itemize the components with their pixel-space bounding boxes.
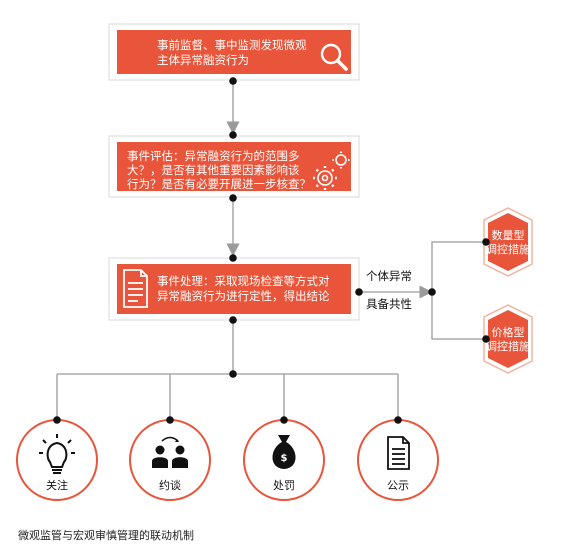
action-penalty-label: 处罚 [273,479,295,492]
gears-icon [313,151,350,190]
step-2-box [117,142,351,191]
step-3-box [117,264,351,314]
action-attention: 关注 [16,419,98,501]
dot [482,238,490,246]
meeting-people-icon [152,436,188,468]
dot [166,416,174,424]
step-2-line-3: 行为？是否有必要开展进一步核查？ [127,177,311,191]
step-2-line-1: 事件评估：异常融资行为的范围多 [127,149,300,163]
dot [53,416,61,424]
step-1-line-2: 主体异常融资行为 [157,53,249,67]
notice-document-icon [387,436,410,470]
dot [229,131,237,139]
dot [280,416,288,424]
connector-dots [53,77,490,424]
step-3: 事件处理：采取现场检查等方式对 异常融资行为进行定性，得出结论 [108,257,360,321]
measure-quantity: 数量型 调控措施 [483,207,533,277]
step-3-line-2: 异常融资行为进行定性，得出结论 [157,289,330,303]
dot [355,288,363,296]
measure-quantity-line-1: 数量型 [492,228,525,242]
dot [394,416,402,424]
dot [229,316,237,324]
step-1: 事前监督、事中监测发现微观 主体异常融资行为 [108,23,360,81]
hexagon-fill [488,310,528,368]
measure-quantity-line-2: 调控措施 [486,242,530,256]
step-2-line-2: 大？，是否有其他重要因素影响该 [127,163,300,177]
connectors [56,80,486,420]
figure-caption: 微观监管与宏观审慎管理的联动机制 [18,529,194,542]
dot [229,77,237,85]
action-penalty: $ 处罚 [243,419,325,501]
dot [229,194,237,202]
step-1-line-1: 事前监督、事中监测发现微观 [157,38,307,52]
step-1-box [117,30,351,74]
lightbulb-icon [39,434,75,474]
branch-label-individual: 个体异常 [366,269,412,283]
action-attention-label: 关注 [46,478,68,492]
action-interview: 约谈 [129,419,211,501]
dot [229,370,237,378]
step-2: 事件评估：异常融资行为的范围多 大？，是否有其他重要因素影响该 行为？是否有必要… [108,135,360,198]
money-bag-icon: $ [272,435,296,469]
action-disclosure: 公示 [357,419,439,501]
branch-label-common: 具备共性 [366,297,412,311]
svg-text:$: $ [281,453,288,464]
action-disclosure-label: 公示 [387,479,409,492]
step-3-line-1: 事件处理：采取现场检查等方式对 [157,274,330,288]
hexagon-fill [488,213,528,271]
measure-price-line-1: 价格型 [492,325,525,339]
dot [428,288,436,296]
document-icon [123,269,148,308]
dot [229,254,237,262]
measure-price-line-2: 调控措施 [486,339,530,353]
dot [482,335,490,343]
measure-price: 价格型 调控措施 [483,304,533,374]
branch-bracket [431,241,486,340]
magnifier-icon [320,43,348,71]
action-interview-label: 约谈 [159,479,181,492]
